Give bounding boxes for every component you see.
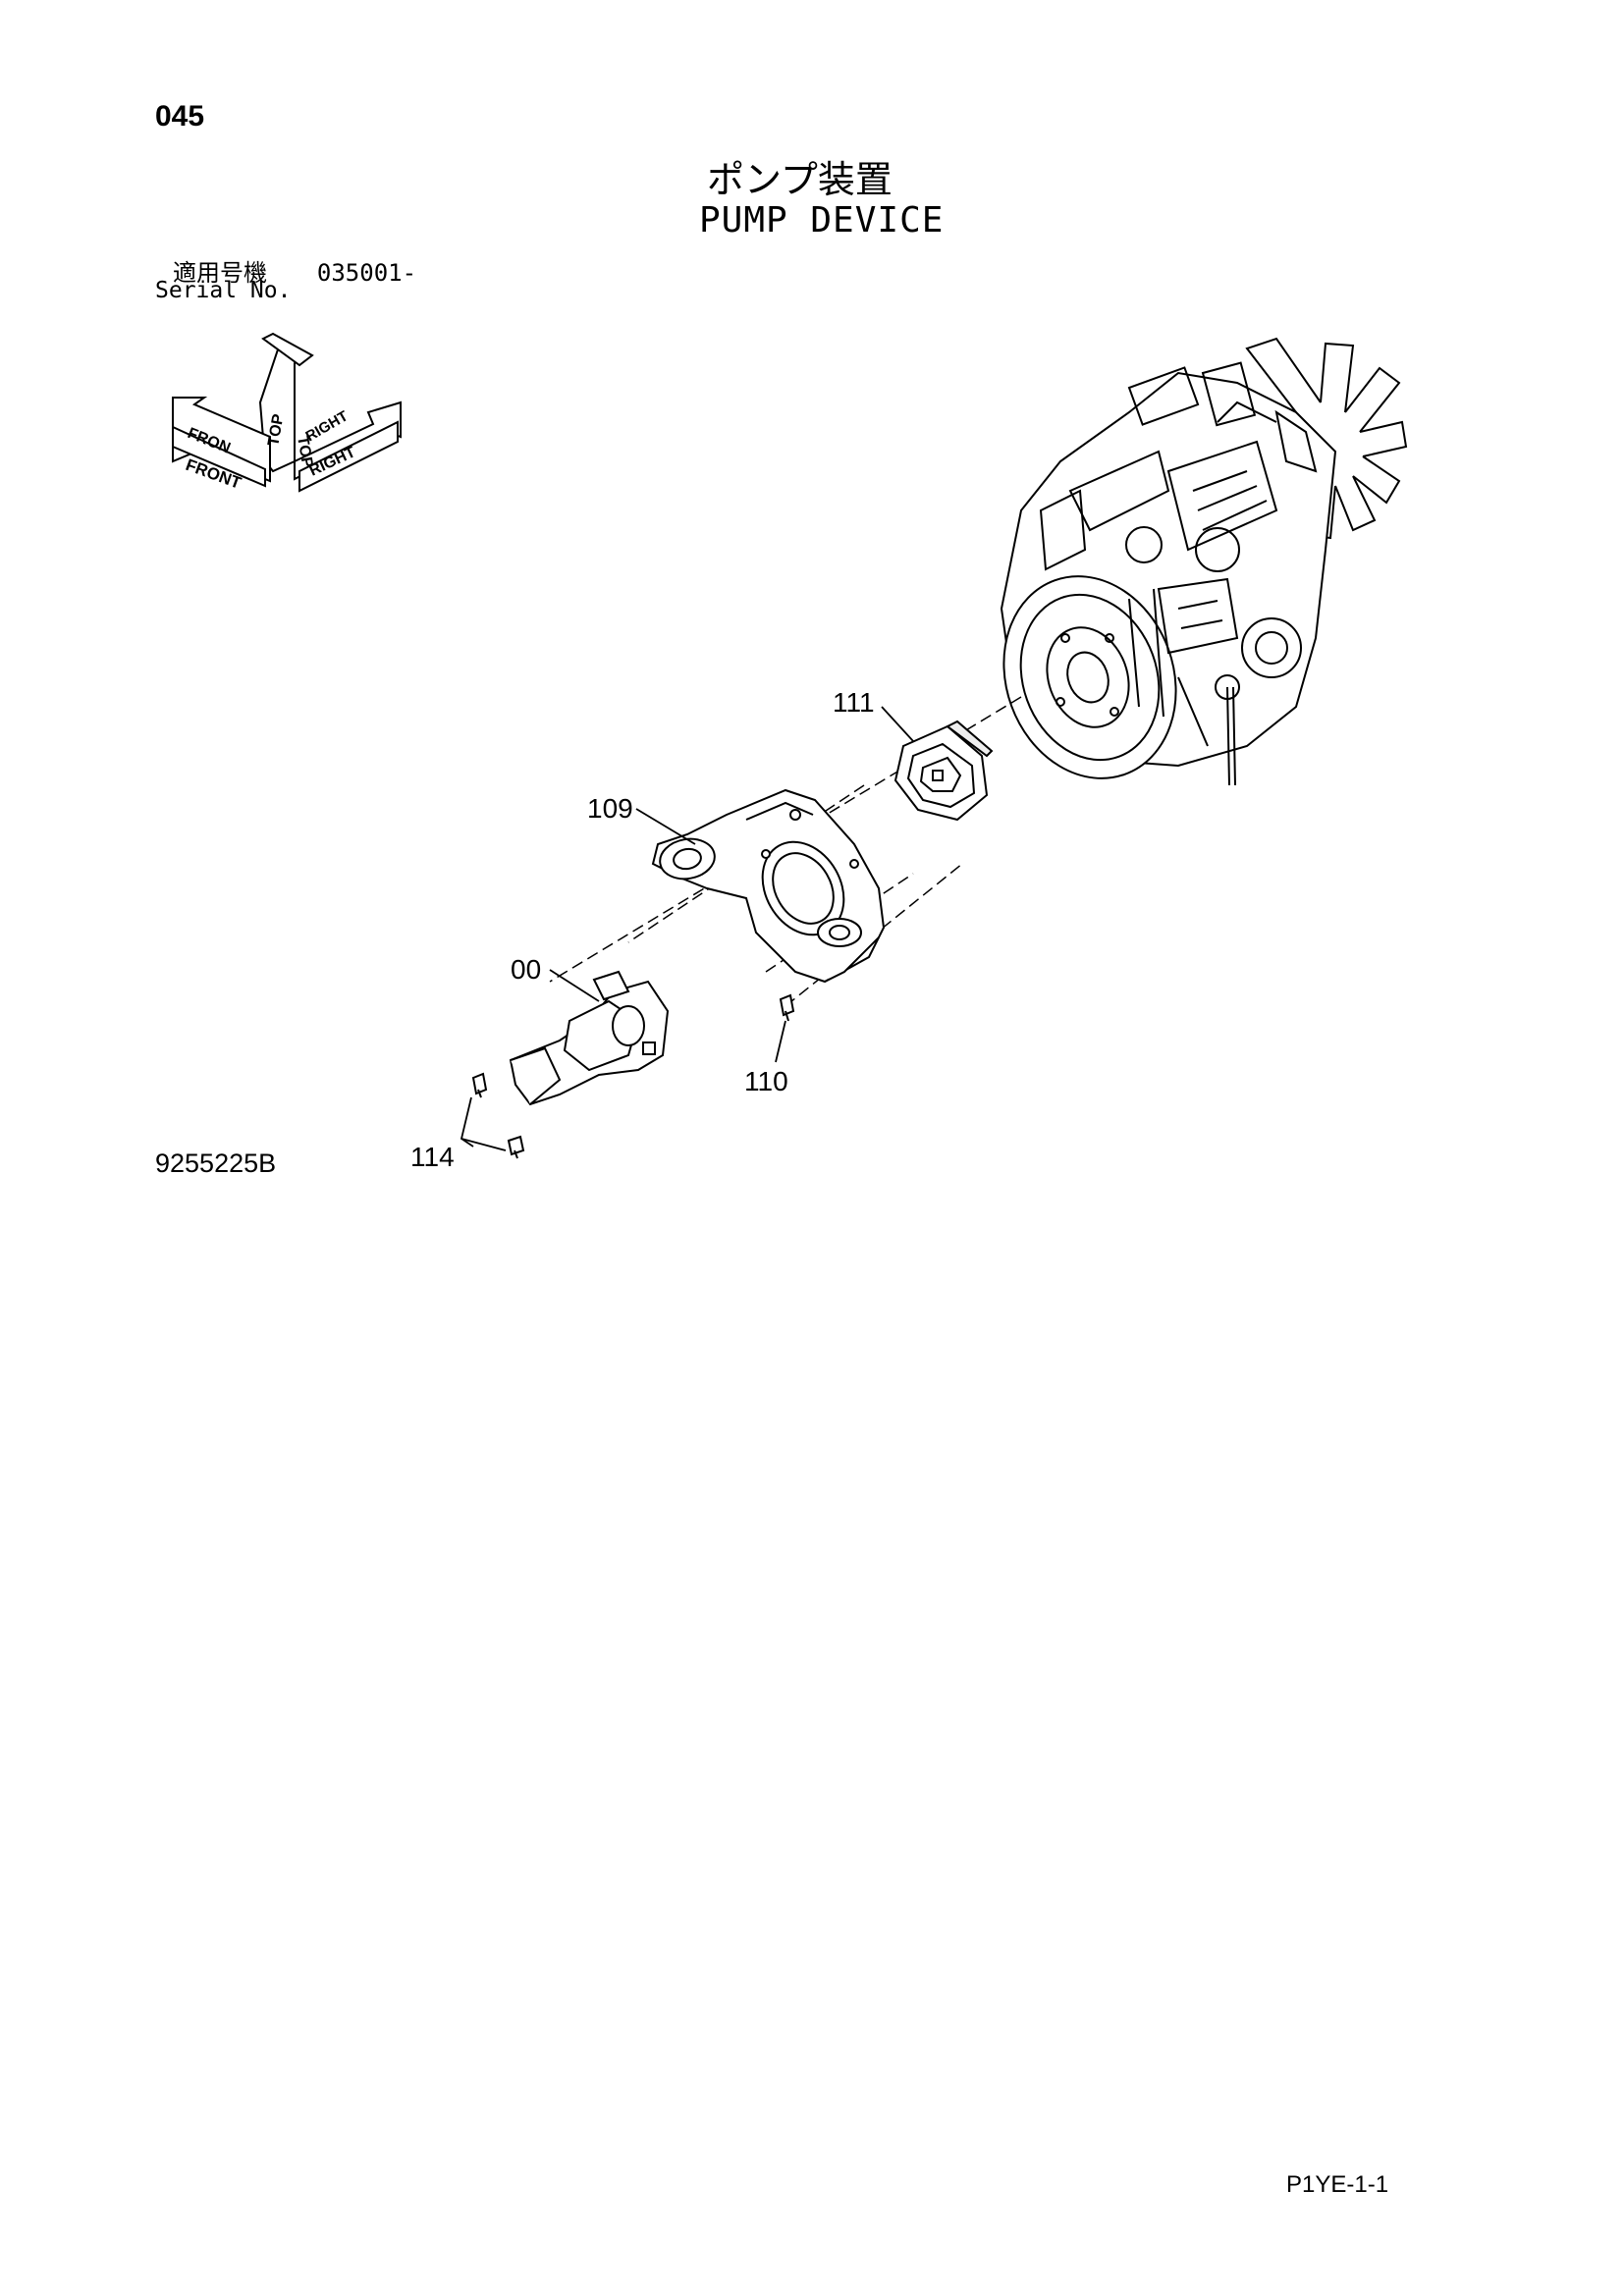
page-title-en: PUMP DEVICE xyxy=(699,200,945,240)
orientation-arrows-icon: FRON FRONT TOP TOP RIGHT RIGHT xyxy=(172,332,402,493)
orient-label-top: TOP xyxy=(265,412,287,447)
footer-code: P1YE-1-1 xyxy=(1286,2171,1389,2198)
orient-label-top2: TOP xyxy=(294,435,315,469)
callout-00: 00 xyxy=(511,954,542,985)
serial-label-en: Serial No. xyxy=(155,278,292,303)
callout-114: 114 xyxy=(410,1142,455,1172)
callout-109: 109 xyxy=(587,793,633,824)
bolt-part xyxy=(471,993,795,1159)
housing-plate-part xyxy=(651,788,886,984)
leader-lines xyxy=(460,706,914,1151)
callout-110: 110 xyxy=(744,1066,788,1096)
serial-label-jp: 適用号機 xyxy=(173,259,267,287)
serial-value: 035001- xyxy=(316,259,417,287)
drawing-number: 9255225B xyxy=(155,1148,277,1178)
serial-line-jp: 適用号機 035001- xyxy=(173,253,416,288)
page-number: 045 xyxy=(155,100,205,133)
callout-111: 111 xyxy=(833,687,875,718)
page-title-jp: ポンプ装置 xyxy=(707,158,893,201)
engine-illustration xyxy=(1000,337,1408,786)
pump-part xyxy=(509,970,670,1106)
coupling-part xyxy=(893,720,994,822)
